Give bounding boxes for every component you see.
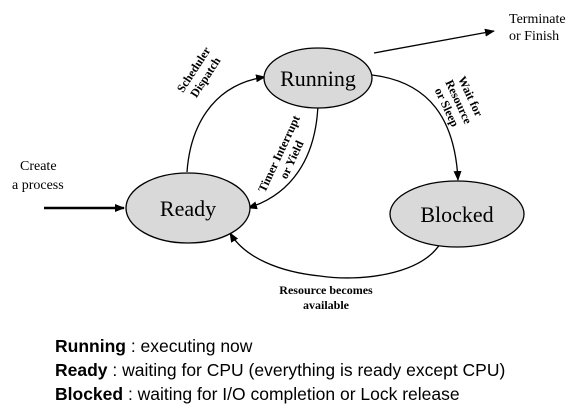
state-running [263, 47, 373, 109]
state-diagram: Create a process Terminate or Finish Sch… [12, 12, 566, 312]
state-blocked [389, 180, 525, 248]
legend-term: Ready [55, 360, 108, 380]
legend-description: : waiting for I/O completion or Lock rel… [123, 384, 460, 404]
state-running-label: Running [280, 66, 356, 91]
legend-item-running: Running : executing now [55, 334, 505, 358]
wait-arrow [371, 74, 462, 181]
interrupt-arrow [247, 103, 319, 210]
legend-item-blocked: Blocked : waiting for I/O completion or … [55, 382, 505, 406]
legend-description: : waiting for CPU (everything is ready e… [107, 360, 506, 380]
state-ready [125, 172, 251, 244]
wait-label: Wait for Resource or Sleep [432, 74, 486, 129]
legend-item-ready: Ready : waiting for CPU (everything is r… [55, 358, 505, 382]
legend-term: Running [55, 336, 126, 356]
create-label-line1: Create [20, 159, 57, 174]
terminate-arrow [373, 28, 495, 54]
legend: Running : executing now Ready : waiting … [55, 334, 505, 406]
legend-description: : executing now [125, 336, 253, 356]
state-blocked-label: Blocked [420, 202, 493, 227]
resource-label-line1: Resource becomes [279, 283, 373, 297]
resource-label-line2: available [303, 298, 350, 312]
create-label-line2: a process [12, 178, 64, 193]
state-ready-label: Ready [160, 196, 216, 221]
legend-term: Blocked [55, 384, 124, 404]
terminate-label-line2: or Finish [509, 29, 559, 44]
dispatch-label: Scheduler Dispatch [174, 44, 224, 100]
terminate-label-line1: Terminate [509, 12, 566, 27]
dispatch-arrow [186, 74, 266, 173]
resource-arrow [229, 232, 441, 279]
